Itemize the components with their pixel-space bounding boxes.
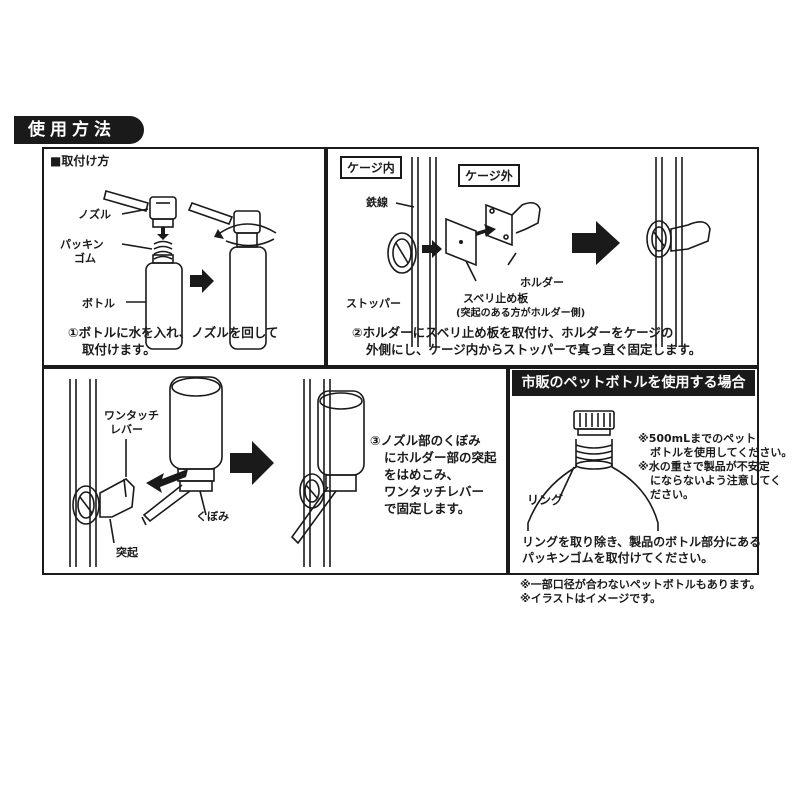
pet-illustration xyxy=(527,410,659,531)
footnotes: ※一部口径が合わないペットボトルもあります。 ※イラストはイメージです。 xyxy=(520,578,761,606)
nozzle-part-left xyxy=(103,190,177,228)
panel-step-3 xyxy=(42,367,508,575)
right-arrow xyxy=(190,269,214,293)
packing-spring xyxy=(153,240,173,260)
bottle-right xyxy=(187,201,277,350)
label-holder: ホルダー xyxy=(520,276,564,289)
label-plate: スベリ止め板 xyxy=(463,292,529,305)
pet-caption-line1: リングを取り除き、製品のボトル部分にある xyxy=(522,535,762,549)
holder-part xyxy=(485,201,541,247)
step3-illustration xyxy=(69,376,365,567)
pet-note-line4: にならないよう注意してく xyxy=(650,474,782,487)
cage-wires-step3-left xyxy=(69,379,97,567)
holder-with-lever xyxy=(72,478,135,525)
step2-caption-line2: 外側にし、ケージ内からストッパーで真っ直ぐ固定します。 xyxy=(366,342,702,357)
label-packing: パッキン xyxy=(60,238,104,251)
pet-note-line2: ボトルを使用してください。 xyxy=(650,446,793,459)
tag-cage-outside: ケージ外 xyxy=(458,164,520,187)
pet-bottle xyxy=(527,410,659,531)
label-protrusion: 突起 xyxy=(116,546,138,559)
step1-illustration xyxy=(103,190,277,350)
step2-illustration xyxy=(387,157,711,347)
panel-step-2 xyxy=(326,147,759,367)
step1-heading: ■取付け方 xyxy=(50,154,110,168)
pet-note-line5: ださい。 xyxy=(650,488,694,501)
bottle-left xyxy=(145,254,183,350)
step2-caption-line1: ②ホルダーにスベリ止め板を取付け、ホルダーをケージの xyxy=(352,325,674,340)
pet-note-line1: ※500mLまでのペット xyxy=(638,432,757,445)
footnote-2: ※イラストはイメージです。 xyxy=(520,592,662,605)
step3-caption: ③ノズル部のくぼみ にホルダー部の突起 をはめこみ、 ワンタッチレバー で固定し… xyxy=(370,432,497,517)
assembled-holder xyxy=(646,220,711,258)
cage-wires-right xyxy=(655,157,683,347)
pet-header: 市販のペットボトルを使用する場合 xyxy=(512,370,755,396)
section-title: 使用方法 xyxy=(14,116,144,144)
label-lever: ワンタッチ xyxy=(104,409,159,422)
label-wire: 鉄線 xyxy=(366,196,388,209)
pet-note-line3: ※水の重さで製品が不安定 xyxy=(638,460,770,473)
tag-cage-inside: ケージ内 xyxy=(340,156,402,179)
step3-caption-line2: にホルダー部の突起 xyxy=(384,450,497,465)
step3-caption-line4: ワンタッチレバー xyxy=(384,484,485,499)
stopper-part xyxy=(387,232,417,274)
non-slip-plate xyxy=(445,217,477,267)
label-packing-2: ゴム xyxy=(74,252,96,265)
footnote-1: ※一部口径が合わないペットボトルもあります。 xyxy=(520,578,761,591)
bottle-with-nozzle xyxy=(141,376,223,526)
down-arrow xyxy=(157,227,169,240)
step3-caption-line5: で固定します。 xyxy=(384,501,471,516)
pet-caption-line2: パッキンゴムを取付けてください。 xyxy=(522,551,714,565)
step3-caption-line1: ③ノズル部のくぼみ xyxy=(370,433,481,448)
label-plate-note: (突起のある方がホルダー側) xyxy=(456,308,586,319)
label-lever-2: レバー xyxy=(110,423,143,436)
step3-caption-line3: をはめこみ、 xyxy=(384,467,460,482)
step1-caption-line2: 取付けます。 xyxy=(82,342,156,357)
pet-notes: ※500mLまでのペット ボトルを使用してください。 ※水の重さで製品が不安定 … xyxy=(638,432,792,502)
label-stopper: ストッパー xyxy=(346,297,401,310)
label-ring: リング xyxy=(527,493,564,507)
small-arrow-1 xyxy=(422,240,442,258)
panel-pet-bottle xyxy=(508,367,759,575)
panel-step-1 xyxy=(42,147,326,367)
label-bottle: ボトル xyxy=(82,297,115,310)
label-dent: くぼみ xyxy=(196,510,229,523)
big-arrow-step3 xyxy=(230,441,274,485)
step1-caption-line1: ①ボトルに水を入れ、ノズルを回して xyxy=(68,325,279,340)
label-nozzle: ノズル xyxy=(78,208,111,221)
big-arrow xyxy=(572,221,620,265)
mounted-bottle xyxy=(290,390,365,545)
